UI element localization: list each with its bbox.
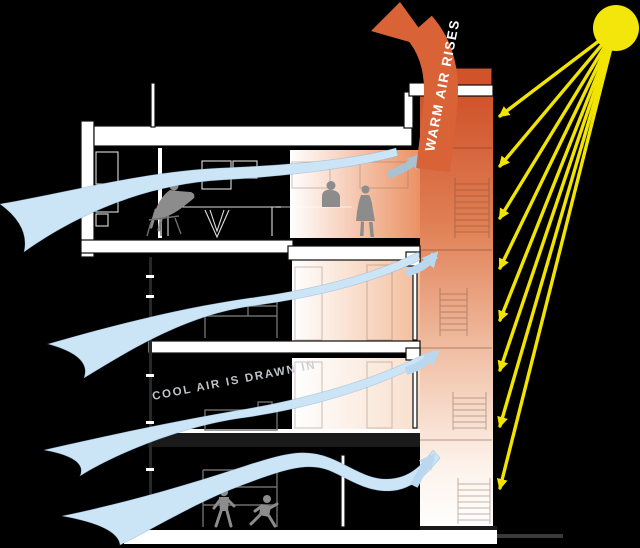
ground-door-frame (340, 454, 346, 528)
sun-ray (498, 26, 618, 118)
floor-slab-2-left (80, 239, 294, 254)
chimney-cap-wall (403, 91, 414, 129)
warm-air-arrow (371, 2, 459, 172)
ground-ceiling-line (148, 429, 420, 433)
cool-air-ribbon-3 (43, 353, 427, 477)
sun-ray (497, 26, 618, 372)
seated-person (146, 181, 195, 237)
sun-rays (496, 26, 618, 490)
sun-ray (498, 26, 618, 220)
chimney-parapet (451, 67, 493, 86)
sun-ray (498, 26, 618, 168)
floor-slab-2-right (287, 245, 421, 261)
cool-air-arrow-ground-floor (410, 453, 436, 488)
easel (204, 209, 230, 239)
floor-slab-3 (147, 340, 421, 354)
roof-slab (93, 125, 413, 147)
cool-air-arrows (386, 153, 440, 488)
interior-column (158, 148, 162, 238)
sun-ray (498, 26, 618, 322)
standing-woman (356, 185, 375, 237)
cool-air-ribbons (0, 147, 441, 546)
standing-man (322, 181, 340, 207)
ground-ceiling-slab (148, 433, 420, 447)
cool-air-arrow-second-floor (404, 349, 440, 375)
base-shadow-line (420, 526, 497, 530)
chimney-slab-lines (420, 147, 492, 441)
child-running (249, 495, 279, 528)
cool-air-arrow-third-floor (404, 251, 439, 277)
chimney-stairs (439, 178, 491, 524)
sun-ray (498, 26, 618, 270)
cool-air-ribbon-2 (46, 251, 421, 379)
ground-plane (124, 530, 497, 544)
ground-extension (497, 534, 563, 538)
sun-ray (496, 26, 618, 490)
third-floor-right-room (292, 260, 420, 341)
lower-left-wall (149, 257, 152, 528)
warm-air-arrowhead (371, 2, 434, 49)
third-floor-door-frame (412, 269, 418, 341)
cool-air-ribbon-top (0, 147, 399, 253)
sun-icon (593, 5, 639, 51)
second-floor-door-frame (412, 369, 418, 429)
building-section (80, 67, 563, 544)
sun-ray (497, 26, 618, 428)
roof-flue (150, 82, 156, 128)
